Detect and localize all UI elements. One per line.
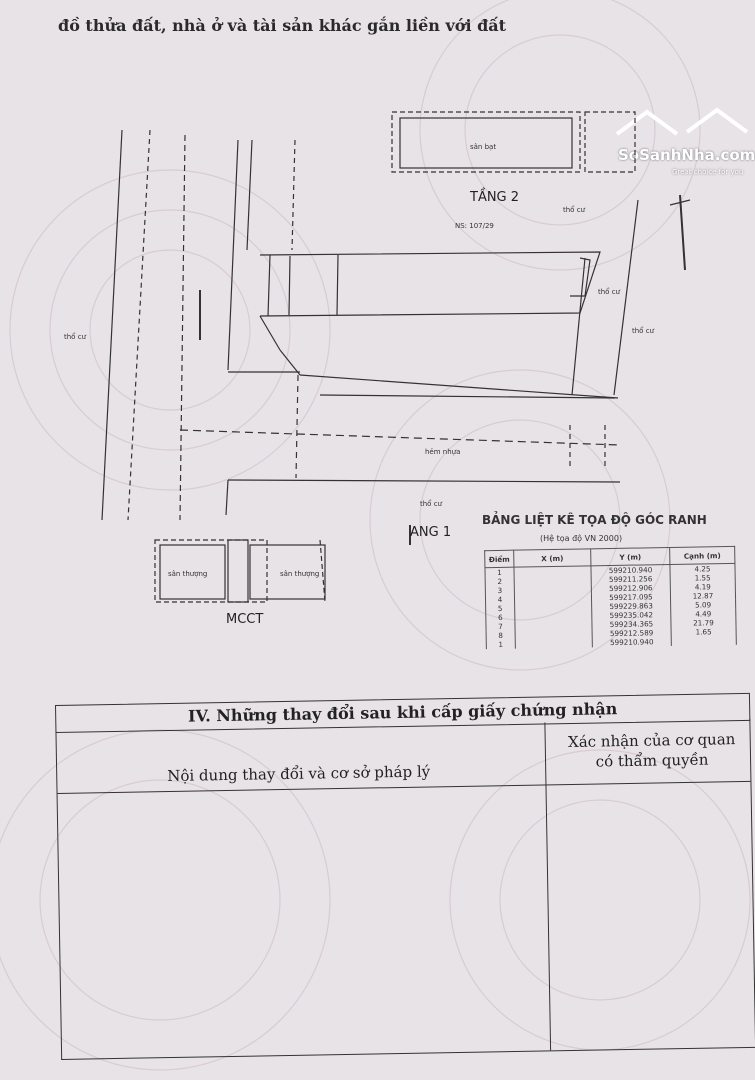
terrace-label-1: sân thượng — [168, 570, 208, 578]
coord-cell-c — [671, 635, 737, 646]
site-plan-drawing — [101, 111, 691, 603]
neighbor-label-5: thổ cư — [420, 500, 442, 508]
floor2-label: TẦNG 2 — [470, 190, 520, 205]
col-header-y: Y (m) — [590, 547, 670, 566]
neighbor-label-2: thổ cư — [598, 288, 620, 296]
neighbor-label-1: thổ cư — [563, 206, 585, 214]
logo-text: SoSanhNha.com — [618, 146, 755, 164]
coord-cell-y: 599210.940 — [592, 636, 672, 648]
coord-cell-p: 1 — [486, 639, 516, 650]
col-header-x: X (m) — [513, 548, 591, 568]
floor1-label: ANG 1 — [410, 525, 452, 540]
neighbor-label-3: thổ cư — [632, 327, 654, 335]
section-table: Nội dung thay đổi và cơ sở pháp lý Xác n… — [55, 718, 755, 1060]
alley-label: hẻm nhựa — [425, 448, 461, 456]
coord-cell-p: 1 — [484, 567, 515, 578]
logo — [612, 104, 752, 148]
terrace-label-2: sân thượng — [280, 570, 320, 578]
col-right-header: Xác nhận của cơ quan có thẩm quyền — [567, 730, 736, 771]
neighbor-label-4: thổ cư — [64, 333, 86, 341]
changes-section: IV. Những thay đổi sau khi cấp giấy chứn… — [55, 692, 755, 1060]
header-title: đồ thửa đất, nhà ở và tài sản khác gắn l… — [58, 16, 507, 35]
mcct-label: MCCT — [226, 612, 264, 627]
col-header-edge: Cạnh (m) — [669, 546, 735, 565]
col-header-point: Điểm — [484, 550, 514, 568]
logo-tagline: Great choice for you — [672, 168, 744, 176]
coord-table-title: BẢNG LIỆT KÊ TỌA ĐỘ GÓC RANH — [482, 513, 707, 527]
house-icon — [615, 107, 749, 136]
coord-table-subtitle: (Hệ tọa độ VN 2000) — [540, 534, 623, 543]
coord-cell-x — [515, 638, 593, 649]
ns-label: NS: 107/29 — [455, 222, 494, 230]
balcony-label: sân bạt — [470, 143, 497, 151]
